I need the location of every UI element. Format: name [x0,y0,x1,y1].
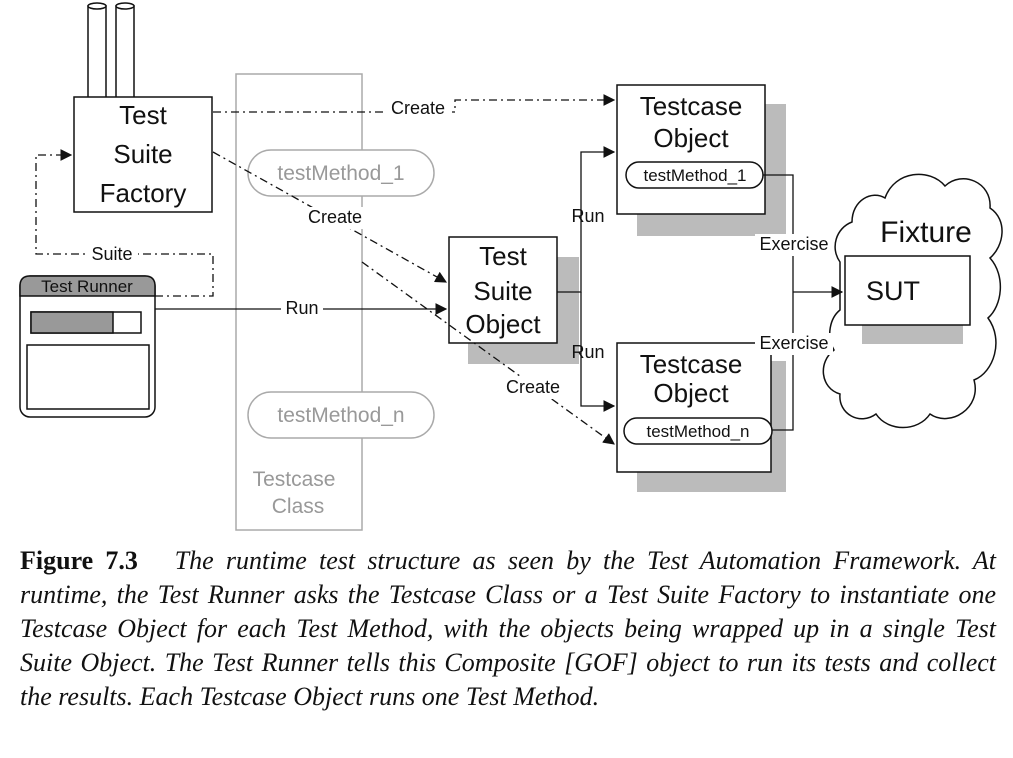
figure-caption-text: The runtime test structure as seen by th… [20,546,996,711]
connectors [35,94,844,445]
testcase-object-bottom-label-line1: Testcase [640,349,743,379]
run-label-lower: Run [571,342,604,362]
connector-labels: Create Create Create Suite Run Run Run E… [86,98,833,399]
testcase-object-bottom: Testcase Object testMethod_n [616,342,786,492]
test-suite-factory: Test Suite Factory [73,2,213,213]
test-suite-factory-label-line1: Test [119,100,167,130]
testcase-object-top-label-line2: Object [653,123,729,153]
runtime-test-structure-diagram: Testcase Class testMethod_1 testMethod_n… [19,2,1003,531]
test-runner-progress-bar [30,311,114,334]
test-suite-object-label-line3: Object [465,309,541,339]
sut: SUT [844,255,971,344]
test-suite-object-label-line2: Suite [473,276,532,306]
test-runner-title: Test Runner [41,277,133,296]
testcase-object-top: Testcase Object testMethod_1 [616,84,786,236]
testcase-class-label-line2: Class [272,495,325,518]
testcase-object-bottom-method: testMethod_n [646,422,749,441]
test-suite-object-label-line1: Test [479,241,527,271]
suite-label: Suite [91,244,132,264]
test-suite-factory-label-line2: Suite [113,139,172,169]
create-label-mid: Create [308,207,362,227]
test-method-1-pill: testMethod_1 [247,149,435,197]
exercise-label-upper: Exercise [759,234,828,254]
figure-caption: Figure 7.3 The runtime test structure as… [20,544,996,714]
test-suite-factory-label-line3: Factory [100,178,187,208]
test-method-n-label: testMethod_n [277,404,404,427]
create-label-bottom: Create [506,377,560,397]
testcase-class-label-line1: Testcase [253,468,336,491]
figure-number: Figure 7.3 [20,546,138,575]
run-label-upper: Run [571,206,604,226]
fixture-label: Fixture [880,216,972,249]
run-label-main: Run [285,298,318,318]
testcase-object-top-label-line1: Testcase [640,91,743,121]
test-method-1-label: testMethod_1 [277,162,404,185]
test-suite-object: Test Suite Object [448,236,579,364]
test-runner: Test Runner [19,275,156,418]
testcase-object-top-method: testMethod_1 [643,166,746,185]
exercise-label-lower: Exercise [759,333,828,353]
test-method-n-pill: testMethod_n [247,391,435,439]
create-label-top: Create [391,98,445,118]
sut-label: SUT [866,276,920,306]
testcase-object-bottom-label-line2: Object [653,378,729,408]
